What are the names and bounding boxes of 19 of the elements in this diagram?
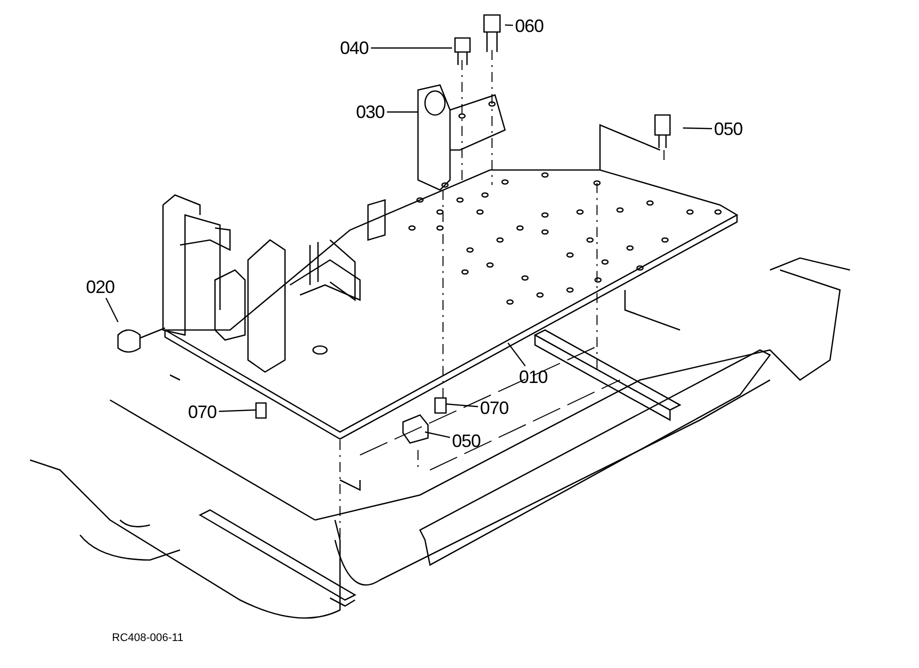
leader-line [446, 403, 478, 408]
callout-number: 070 [188, 403, 217, 421]
drawing-code: RC408-006-11 [112, 632, 184, 644]
leader-line [218, 409, 256, 412]
callout-number: 030 [356, 103, 385, 121]
callout-number: 050 [452, 432, 481, 450]
callout-number: 050 [714, 120, 743, 138]
leader-line [682, 127, 712, 130]
callout-number: 040 [340, 39, 369, 57]
leader-line [105, 298, 119, 322]
leader-line [508, 342, 526, 366]
leader-line [424, 431, 450, 438]
callout-number: 060 [515, 17, 544, 35]
leader-line [504, 24, 514, 26]
callout-number: 010 [519, 368, 548, 386]
callout-number: 020 [86, 278, 115, 296]
leader-line [371, 47, 452, 49]
leader-line [387, 111, 418, 113]
callout-number: 070 [480, 399, 509, 417]
